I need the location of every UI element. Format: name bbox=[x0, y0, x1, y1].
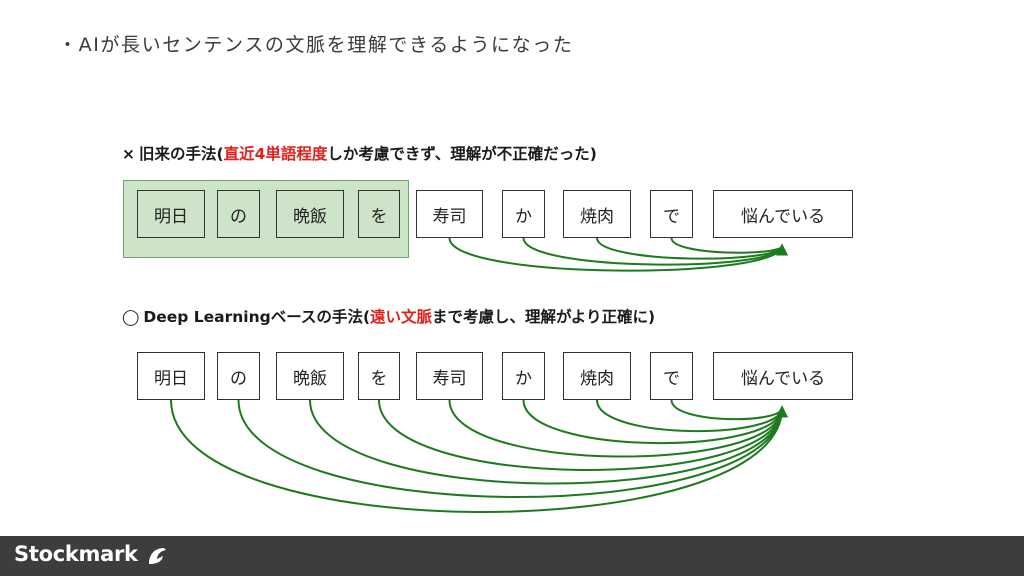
dependency-arrow bbox=[237, 399, 788, 498]
old-method-title: ×旧来の手法(直近4単語程度しか考慮できず、理解が不正確だった) bbox=[122, 142, 597, 164]
stockmark-logo: Stockmark bbox=[14, 542, 138, 566]
dependency-arrow bbox=[670, 237, 788, 256]
dependency-arrow bbox=[170, 399, 788, 513]
token-box: 焼肉 bbox=[563, 352, 631, 400]
token-box: 悩んでいる bbox=[713, 190, 853, 238]
token-box: 寿司 bbox=[416, 352, 483, 400]
token-box: で bbox=[650, 190, 693, 238]
new-method-prefix: Deep Learningベースの手法( bbox=[143, 308, 371, 326]
new-method-title: ◯Deep Learningベースの手法(遠い文脈まで考慮し、理解がより正確に) bbox=[122, 305, 655, 327]
token-box: を bbox=[358, 190, 400, 238]
dependency-arrow bbox=[448, 399, 788, 458]
token-box: 明日 bbox=[137, 190, 205, 238]
token-box: 晩飯 bbox=[276, 190, 344, 238]
token-box: 晩飯 bbox=[276, 352, 344, 400]
token-box: 悩んでいる bbox=[713, 352, 853, 400]
token-box: の bbox=[217, 352, 260, 400]
new-method-suffix: まで考慮し、理解がより正確に) bbox=[432, 308, 656, 326]
bullet-text: ・AIが長いセンテンスの文脈を理解できるようになった bbox=[58, 34, 574, 56]
token-box: を bbox=[358, 352, 400, 400]
token-box: か bbox=[502, 190, 545, 238]
new-method-highlight: 遠い文脈 bbox=[370, 308, 433, 326]
dependency-arrow bbox=[309, 399, 788, 485]
old-method-highlight: 直近4単語程度 bbox=[223, 145, 328, 163]
stockmark-bird-icon bbox=[149, 548, 166, 564]
cross-mark: × bbox=[122, 145, 135, 163]
circle-mark: ◯ bbox=[122, 308, 140, 326]
footer-bar: Stockmark bbox=[0, 536, 1024, 576]
token-box: か bbox=[502, 352, 545, 400]
old-method-prefix: 旧来の手法( bbox=[139, 145, 224, 163]
token-box: 明日 bbox=[137, 352, 205, 400]
token-box: で bbox=[650, 352, 693, 400]
token-box: 寿司 bbox=[416, 190, 483, 238]
token-box: の bbox=[217, 190, 260, 238]
dependency-arrow bbox=[670, 399, 788, 421]
old-method-suffix: しか考慮できず、理解が不正確だった) bbox=[327, 145, 597, 163]
dependency-arrow bbox=[522, 399, 788, 444]
token-box: 焼肉 bbox=[563, 190, 631, 238]
dependency-arrow bbox=[522, 237, 788, 266]
dependency-arrow bbox=[596, 399, 788, 433]
dependency-arrow bbox=[448, 237, 788, 272]
dependency-arrow bbox=[596, 237, 788, 260]
dependency-arrow bbox=[378, 399, 788, 472]
